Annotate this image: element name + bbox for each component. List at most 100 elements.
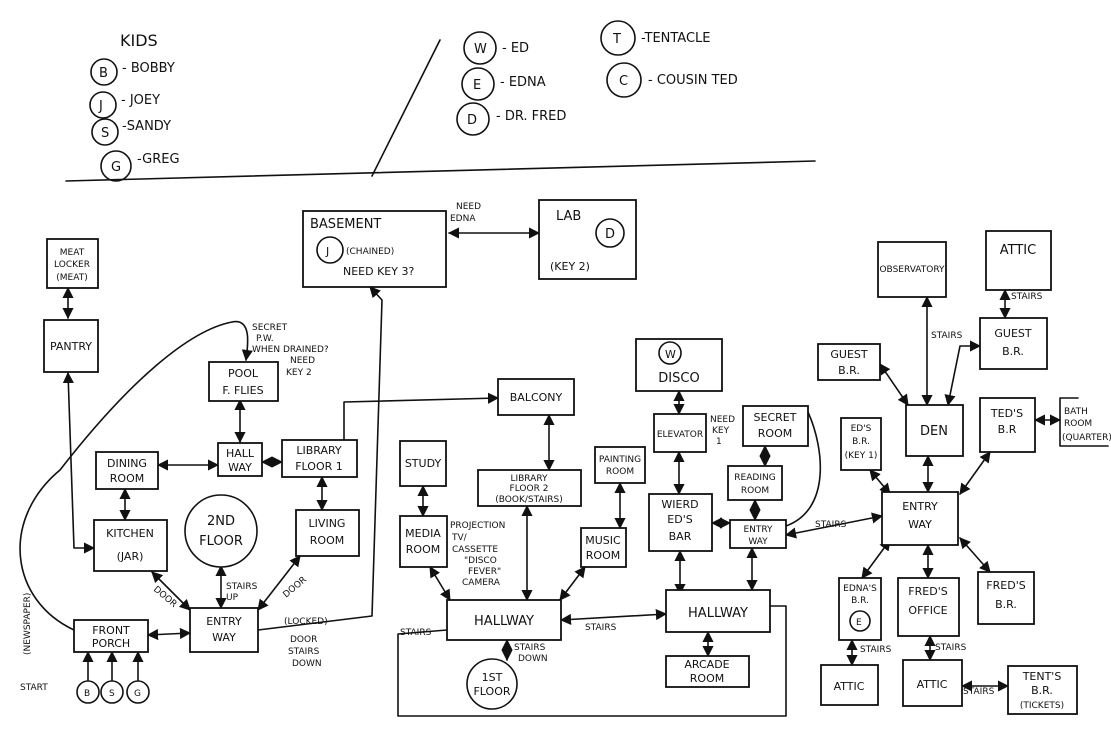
svg-text:TV/: TV/ bbox=[451, 533, 468, 543]
svg-text:MUSIC: MUSIC bbox=[585, 534, 621, 547]
svg-text:-GREG: -GREG bbox=[137, 152, 180, 167]
room-freds-br: FRED'S B.R. bbox=[977, 571, 1035, 625]
svg-text:DOWN: DOWN bbox=[292, 659, 322, 669]
svg-text:(NEWSPAPER): (NEWSPAPER) bbox=[23, 593, 33, 655]
svg-text:S: S bbox=[101, 126, 109, 141]
room-entry-way-1: ENTRY WAY bbox=[189, 607, 259, 653]
room-observatory: OBSERVATORY bbox=[877, 241, 947, 298]
svg-text:-SANDY: -SANDY bbox=[122, 119, 171, 134]
svg-text:FLOOR: FLOOR bbox=[473, 685, 510, 698]
svg-text:(KEY 1): (KEY 1) bbox=[845, 451, 878, 461]
svg-text:S: S bbox=[109, 689, 115, 699]
svg-text:KEY 2: KEY 2 bbox=[286, 368, 312, 378]
svg-text:ED'S: ED'S bbox=[851, 424, 872, 434]
legend-dr-fred: D - DR. FRED bbox=[456, 102, 566, 136]
svg-text:F. FLIES: F. FLIES bbox=[222, 384, 263, 397]
svg-text:B: B bbox=[84, 689, 90, 699]
svg-text:ED'S: ED'S bbox=[667, 513, 692, 526]
svg-text:WAY: WAY bbox=[228, 461, 252, 474]
room-arcade-room: ARCADE ROOM bbox=[665, 655, 750, 688]
connectors bbox=[19, 227, 1062, 717]
room-balcony: BALCONY bbox=[497, 378, 575, 416]
svg-text:BATH: BATH bbox=[1064, 407, 1088, 417]
svg-text:B.R.: B.R. bbox=[838, 364, 860, 377]
legend-kid-bobby: B - BOBBY bbox=[90, 58, 175, 86]
svg-text:ROOM: ROOM bbox=[690, 672, 724, 685]
svg-text:STUDY: STUDY bbox=[405, 457, 442, 470]
svg-text:FLOOR 1: FLOOR 1 bbox=[295, 460, 343, 473]
svg-text:(TICKETS): (TICKETS) bbox=[1020, 701, 1064, 711]
svg-text:W: W bbox=[665, 348, 676, 361]
char-badge-icon bbox=[456, 102, 490, 136]
ed-badge-icon bbox=[658, 341, 682, 365]
svg-text:FRONT: FRONT bbox=[92, 624, 130, 637]
svg-text:DINING: DINING bbox=[107, 457, 147, 470]
svg-text:ROOM: ROOM bbox=[310, 534, 344, 547]
legend-divider bbox=[371, 39, 441, 177]
kids-title: KIDS bbox=[120, 31, 158, 50]
svg-text:(QUARTER): (QUARTER) bbox=[1062, 433, 1111, 443]
svg-text:MEDIA: MEDIA bbox=[405, 527, 441, 540]
svg-text:EDNA: EDNA bbox=[450, 214, 476, 224]
svg-text:E: E bbox=[856, 618, 862, 628]
legend: KIDS B - BOBBY J - JOEY S -SANDY G -GREG… bbox=[65, 20, 816, 182]
svg-text:STAIRS: STAIRS bbox=[226, 582, 258, 592]
legend-underline bbox=[65, 160, 816, 182]
svg-text:LIVING: LIVING bbox=[309, 517, 346, 530]
svg-text:KITCHEN: KITCHEN bbox=[106, 527, 154, 540]
room-pool: POOL F. FLIES bbox=[208, 361, 279, 402]
room-attic-top: ATTIC bbox=[985, 230, 1052, 291]
svg-text:WIERD: WIERD bbox=[661, 498, 698, 511]
room-ednas-br: EDNA'S B.R. E bbox=[838, 577, 882, 641]
legend-kid-greg: G -GREG bbox=[100, 150, 180, 182]
svg-text:STAIRS: STAIRS bbox=[935, 643, 967, 653]
svg-text:ROOM: ROOM bbox=[741, 486, 769, 496]
kid-badge-icon bbox=[89, 91, 117, 119]
kid-badge-icon bbox=[91, 118, 119, 146]
svg-text:PAINTING: PAINTING bbox=[599, 455, 641, 465]
svg-text:LOCKER: LOCKER bbox=[54, 260, 90, 270]
svg-text:ROOM: ROOM bbox=[586, 549, 620, 562]
svg-text:- EDNA: - EDNA bbox=[500, 75, 546, 90]
svg-text:DEN: DEN bbox=[920, 424, 948, 439]
room-eds-br: ED'S B.R. (KEY 1) bbox=[840, 417, 882, 471]
svg-text:- DR. FRED: - DR. FRED bbox=[496, 109, 566, 124]
first-floor-node: 1ST FLOOR bbox=[466, 658, 518, 710]
room-painting-room: PAINTING ROOM bbox=[594, 446, 646, 484]
svg-text:(CHAINED): (CHAINED) bbox=[346, 247, 394, 257]
svg-text:BAR: BAR bbox=[669, 530, 692, 543]
svg-text:ATTIC: ATTIC bbox=[1000, 243, 1036, 258]
svg-text:(KEY 2): (KEY 2) bbox=[550, 260, 590, 273]
room-teds-br: TED'S B.R bbox=[979, 397, 1036, 453]
room-tents-br: TENT'S B.R. (TICKETS) bbox=[1007, 665, 1078, 715]
svg-text:1ST: 1ST bbox=[482, 671, 503, 684]
svg-text:STAIRS: STAIRS bbox=[815, 520, 847, 530]
bobby-badge-icon bbox=[76, 680, 100, 704]
sandy-badge-icon bbox=[100, 680, 124, 704]
room-dining-room: DINING ROOM bbox=[95, 451, 159, 490]
room-music-room: MUSIC ROOM bbox=[580, 527, 627, 568]
svg-text:(LOCKED): (LOCKED) bbox=[284, 617, 328, 627]
svg-text:GUEST: GUEST bbox=[830, 348, 868, 361]
svg-text:DOOR: DOOR bbox=[290, 635, 317, 645]
svg-text:UP: UP bbox=[226, 593, 239, 603]
annotations: NEED EDNA SECRET P.W. WHEN DRAINED? NEED… bbox=[20, 202, 1043, 704]
svg-text:NEED: NEED bbox=[456, 202, 481, 212]
svg-text:TED'S: TED'S bbox=[990, 407, 1023, 420]
svg-text:ROOM: ROOM bbox=[1064, 419, 1092, 429]
room-hallway-3: HALLWAY bbox=[665, 589, 771, 633]
svg-text:B.R.: B.R. bbox=[1031, 684, 1053, 697]
svg-text:D: D bbox=[467, 113, 477, 128]
svg-text:WHEN DRAINED?: WHEN DRAINED? bbox=[252, 345, 329, 355]
room-den: DEN bbox=[905, 404, 964, 457]
svg-text:ROOM: ROOM bbox=[758, 427, 792, 440]
char-badge-icon bbox=[463, 31, 497, 65]
svg-text:1: 1 bbox=[716, 437, 722, 447]
svg-text:ATTIC: ATTIC bbox=[834, 680, 865, 693]
svg-text:WAY: WAY bbox=[748, 537, 768, 547]
svg-text:ENTRY: ENTRY bbox=[206, 615, 242, 628]
svg-text:START: START bbox=[20, 683, 48, 693]
svg-text:STAIRS: STAIRS bbox=[1011, 292, 1043, 302]
room-meat-locker: MEAT LOCKER (MEAT) bbox=[46, 238, 99, 289]
svg-text:FRED'S: FRED'S bbox=[986, 579, 1025, 592]
